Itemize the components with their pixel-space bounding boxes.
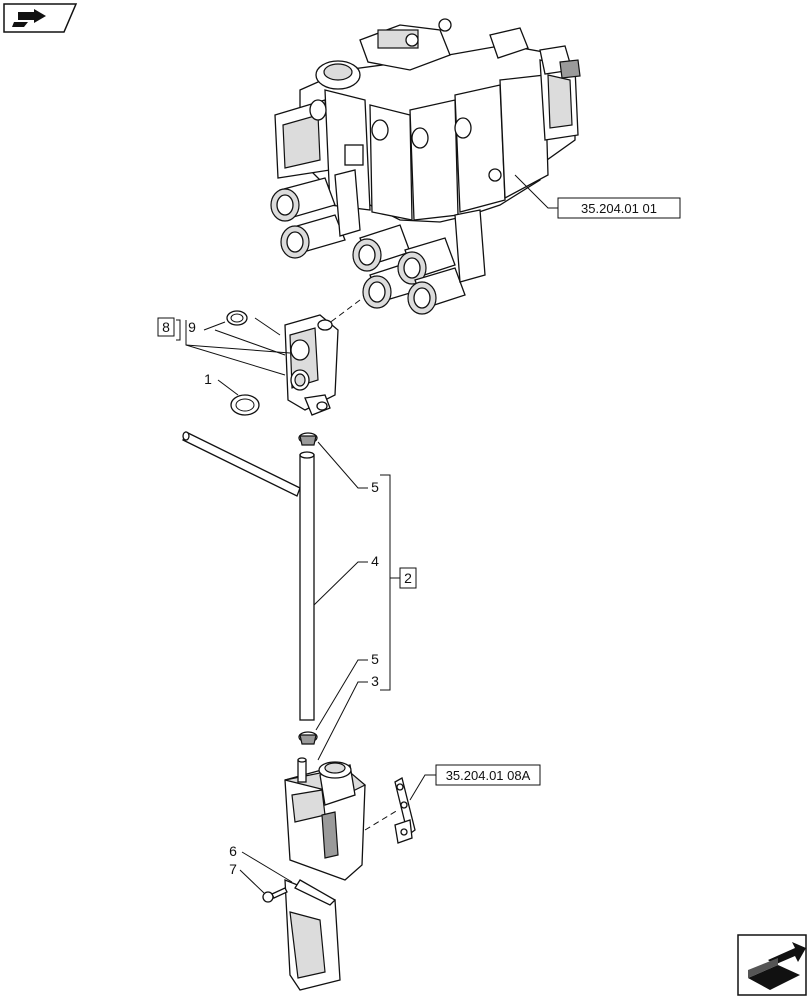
adapter-fitting [284,314,339,416]
leader-9 [203,321,226,331]
svg-text:2: 2 [404,570,412,586]
seal-1 [230,394,260,416]
control-valve-assembly [270,18,581,315]
mounting-bracket [394,777,416,844]
callout-6: 6 [229,843,237,859]
hose-clamp-bottom [298,731,318,745]
ref-bracket-text: 35.204.01 08A [446,768,531,783]
hose-4 [299,451,315,721]
ref-bracket[interactable]: 35.204.01 08A [409,764,541,801]
next-page-arrow-icon[interactable] [737,934,807,996]
callout-5-top: 5 [371,479,379,495]
alignment-line-bracket [364,809,399,831]
ref-control-valve-text: 35.204.01 01 [581,201,657,216]
callout-5-bottom: 5 [371,651,379,667]
leader-1 [217,379,239,396]
screw-7 [262,887,288,903]
pipe-background [182,431,301,497]
callout-7: 7 [229,861,237,877]
ref-control-valve[interactable]: 35.204.01 01 [514,174,681,219]
coupler-group-right [352,209,486,315]
coupler-group-left [270,169,361,259]
callout-1: 1 [204,371,212,387]
callout-9: 9 [188,319,196,335]
callout-4: 4 [371,553,379,569]
callout-8[interactable]: 8 [157,317,175,337]
bracket-group-2 [380,474,391,691]
cover-plate-6 [284,879,341,991]
reservoir-canister [284,757,367,881]
svg-text:8: 8 [162,319,170,335]
book-arrow-icon[interactable] [3,3,78,33]
callout-3: 3 [371,673,379,689]
callout-2[interactable]: 2 [399,567,417,589]
hose-clamp-top [298,432,318,446]
